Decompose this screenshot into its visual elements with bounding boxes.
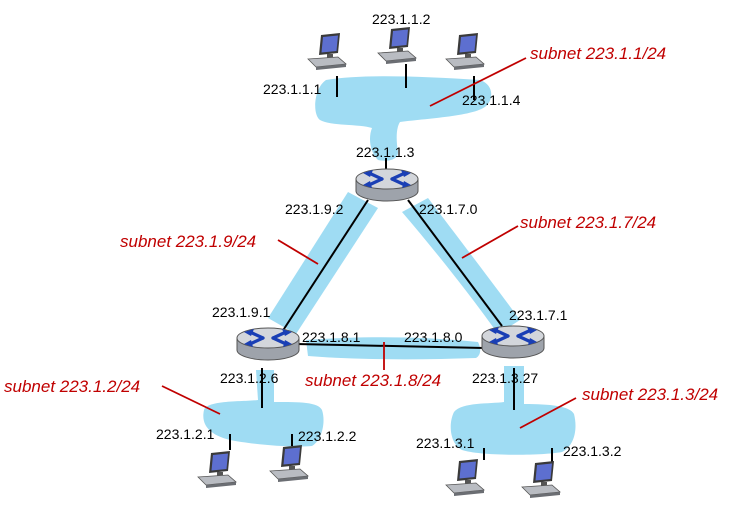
address-223-1-7-0: 223.1.7.0 (419, 201, 478, 217)
address-223-1-9-1: 223.1.9.1 (212, 304, 271, 320)
computer-icon (445, 32, 485, 71)
subnet-label-223-1-8: subnet 223.1.8/24 (305, 371, 441, 390)
subnet-label-223-1-9: subnet 223.1.9/24 (120, 232, 256, 251)
network-links (229, 64, 553, 462)
address-223-1-1-1: 223.1.1.1 (263, 81, 322, 97)
router-right-icon (480, 324, 546, 360)
address-223-1-3-27: 223.1.3.27 (472, 370, 538, 386)
router-left-icon (235, 326, 301, 362)
address-223-1-1-3: 223.1.1.3 (356, 144, 415, 160)
computer-icon (269, 444, 309, 483)
subnet-leader-lines (161, 57, 577, 429)
subnet-label-223-1-7: subnet 223.1.7/24 (520, 213, 656, 232)
computer-icon (307, 32, 347, 71)
address-223-1-3-2: 223.1.3.2 (563, 443, 622, 459)
address-223-1-2-6: 223.1.2.6 (220, 370, 279, 386)
address-223-1-9-2: 223.1.9.2 (285, 201, 344, 217)
subnet-223-1-2-region (203, 370, 324, 447)
address-223-1-1-4: 223.1.1.4 (462, 92, 521, 108)
subnet-label-223-1-2: subnet 223.1.2/24 (4, 377, 140, 396)
address-223-1-1-2: 223.1.1.2 (372, 11, 431, 27)
address-223-1-2-1: 223.1.2.1 (156, 426, 215, 442)
address-223-1-2-2: 223.1.2.2 (298, 428, 357, 444)
address-223-1-3-1: 223.1.3.1 (416, 435, 475, 451)
computer-icon (197, 450, 237, 489)
subnet-label-223-1-1: subnet 223.1.1/24 (530, 44, 666, 63)
computer-icon (445, 458, 485, 497)
subnet-223-1-3-region (450, 366, 576, 455)
computer-icon (521, 460, 561, 499)
subnet-223-1-7-region (402, 198, 520, 334)
computer-icon (377, 26, 417, 65)
address-223-1-8-1: 223.1.8.1 (302, 329, 361, 345)
address-223-1-7-1: 223.1.7.1 (509, 307, 568, 323)
subnet-label-223-1-3: subnet 223.1.3/24 (582, 385, 718, 404)
subnet-223-1-8-region (306, 337, 481, 360)
address-223-1-8-0: 223.1.8.0 (404, 329, 463, 345)
router-top-icon (354, 167, 420, 203)
